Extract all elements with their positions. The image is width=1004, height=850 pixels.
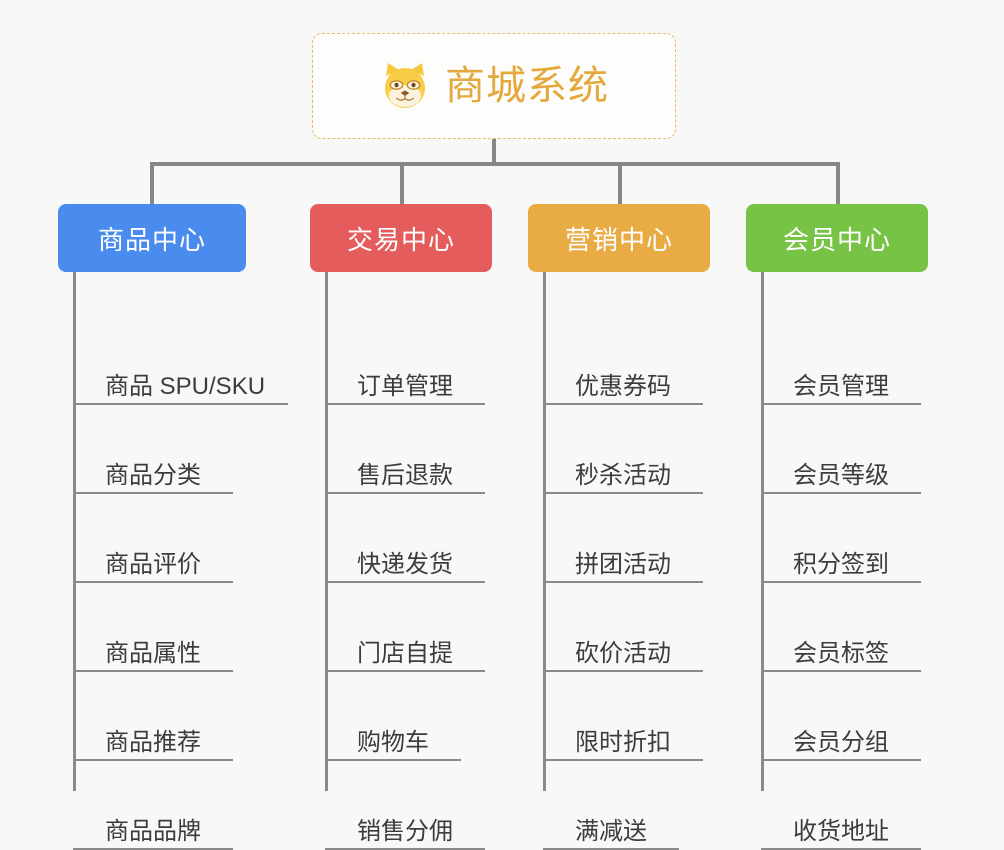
- leaf-label: 限时折扣: [575, 729, 671, 756]
- leaf-rule: [543, 492, 703, 494]
- leaf-group-member: 会员管理 会员等级 积分签到 会员标签 会员分组 收货地址: [746, 272, 928, 850]
- leaf-label: 商品分类: [105, 462, 201, 489]
- leaf-label: 优惠券码: [575, 373, 671, 400]
- leaf-rule: [73, 670, 233, 672]
- connector-drop-2: [400, 162, 404, 206]
- category-header-label: 交易中心: [346, 224, 455, 255]
- leaf-rule: [543, 759, 703, 761]
- connector-horizontal-bus: [150, 162, 840, 166]
- leaf-label: 商品属性: [105, 640, 201, 667]
- category-column-member: 会员中心 会员管理 会员等级 积分签到 会员标签 会员分组: [746, 204, 928, 850]
- leaf-label: 砍价活动: [575, 640, 671, 667]
- category-header-member[interactable]: 会员中心: [746, 204, 928, 272]
- leaf-rule: [761, 759, 921, 761]
- leaf-rule: [73, 759, 233, 761]
- connector-drop-4: [836, 162, 840, 206]
- leaf-label: 会员分组: [793, 729, 889, 756]
- category-header-product[interactable]: 商品中心: [58, 204, 246, 272]
- leaf-rule: [325, 581, 485, 583]
- leaf-rule: [761, 403, 921, 405]
- leaf-group-marketing: 优惠券码 秒杀活动 拼团活动 砍价活动 限时折扣 满减送: [528, 272, 710, 850]
- leaf-rule: [543, 670, 703, 672]
- category-header-trade[interactable]: 交易中心: [310, 204, 492, 272]
- leaf-label: 购物车: [357, 729, 429, 756]
- leaf-rule: [325, 492, 485, 494]
- leaf-rule: [73, 492, 233, 494]
- category-header-label: 营销中心: [564, 224, 673, 255]
- leaf-label: 会员标签: [793, 640, 889, 667]
- leaf-label: 商品 SPU/SKU: [105, 373, 266, 400]
- leaf-rule: [761, 492, 921, 494]
- leaf-group-product: 商品 SPU/SKU 商品分类 商品评价 商品属性 商品推荐 商品品牌: [58, 272, 288, 850]
- leaf-rule: [325, 759, 461, 761]
- leaf-group-trade: 订单管理 售后退款 快递发货 门店自提 购物车 销售分佣: [310, 272, 492, 850]
- shiba-dog-face-icon: [379, 60, 431, 112]
- leaf-label: 商品品牌: [105, 818, 201, 845]
- root-node[interactable]: 商城系统: [312, 33, 676, 139]
- leaf-label: 售后退款: [357, 462, 453, 489]
- leaf-label: 满减送: [575, 818, 647, 845]
- leaf-label: 收货地址: [793, 818, 889, 845]
- leaf-label: 商品推荐: [105, 729, 201, 756]
- leaf-label: 会员管理: [793, 373, 889, 400]
- leaf-rule: [325, 670, 485, 672]
- leaf-label: 销售分佣: [357, 818, 453, 845]
- branch-trunk: [761, 272, 764, 791]
- branch-trunk: [543, 272, 546, 791]
- branch-trunk: [325, 272, 328, 791]
- root-title: 商城系统: [445, 64, 609, 108]
- category-header-label: 商品中心: [97, 224, 206, 255]
- leaf-rule: [543, 403, 703, 405]
- leaf-rule: [761, 581, 921, 583]
- category-column-trade: 交易中心 订单管理 售后退款 快递发货 门店自提 购物车: [310, 204, 492, 850]
- leaf-label: 订单管理: [357, 373, 453, 400]
- leaf-label: 积分签到: [793, 551, 889, 578]
- leaf-label: 商品评价: [105, 551, 201, 578]
- category-column-product: 商品中心 商品 SPU/SKU 商品分类 商品评价 商品属性 商品推荐: [58, 204, 288, 850]
- connector-drop-1: [150, 162, 154, 206]
- leaf-rule: [543, 581, 703, 583]
- leaf-rule: [73, 581, 233, 583]
- leaf-label: 拼团活动: [575, 551, 671, 578]
- category-header-marketing[interactable]: 营销中心: [528, 204, 710, 272]
- leaf-label: 门店自提: [357, 640, 453, 667]
- leaf-rule: [73, 403, 288, 405]
- category-column-marketing: 营销中心 优惠券码 秒杀活动 拼团活动 砍价活动 限时折扣: [528, 204, 710, 850]
- leaf-rule: [325, 403, 485, 405]
- branch-trunk: [73, 272, 76, 791]
- leaf-rule: [761, 670, 921, 672]
- connector-root-stem: [492, 139, 496, 165]
- category-header-label: 会员中心: [782, 224, 891, 255]
- connector-drop-3: [618, 162, 622, 206]
- leaf-label: 会员等级: [793, 462, 889, 489]
- leaf-label: 快递发货: [357, 551, 453, 578]
- leaf-label: 秒杀活动: [575, 462, 671, 489]
